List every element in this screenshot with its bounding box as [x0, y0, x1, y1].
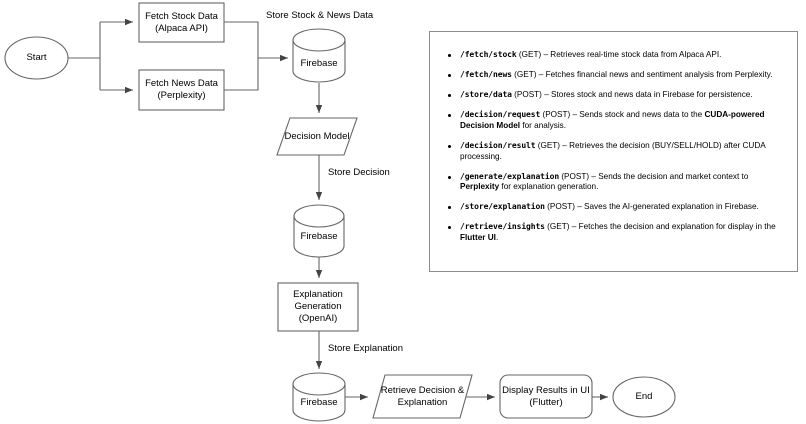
api-endpoint-separator: – [589, 171, 599, 181]
api-endpoint-item: /store/data (POST) – Stores stock and ne… [448, 90, 783, 101]
node-firebase-3 [292, 372, 346, 422]
api-endpoint-path: /retrieve/insights [460, 222, 545, 232]
api-endpoint-method: (GET) [511, 70, 537, 80]
node-end [612, 376, 676, 418]
api-endpoint-item: /fetch/news (GET) – Fetches financial ne… [448, 70, 783, 81]
api-endpoint-desc: Retrieves real-time stock data from Alpa… [550, 50, 722, 59]
api-endpoint-item: /decision/request (POST) – Sends stock a… [448, 110, 783, 131]
node-display-results [499, 374, 593, 419]
api-endpoint-desc: for analysis. [520, 120, 567, 130]
edge-label-store-decision: Store Decision [328, 167, 390, 178]
api-endpoint-path: /fetch/stock [460, 50, 517, 59]
node-firebase-2 [293, 204, 345, 258]
api-endpoint-desc: Retrieves the decision (BUY/SELL/HOLD) a… [460, 140, 766, 161]
api-endpoint-item: /store/explanation (POST) – Saves the AI… [448, 202, 783, 213]
node-fetch-news [138, 69, 225, 111]
api-endpoint-desc: Saves the AI-generated explanation in Fi… [584, 202, 759, 212]
api-endpoint-item: /generate/explanation (POST) – Sends the… [448, 171, 783, 193]
api-endpoint-desc-emphasis: Flutter UI [460, 233, 496, 243]
api-endpoint-path: /store/explanation [460, 202, 545, 212]
api-endpoint-item: /decision/result (GET) – Retrieves the d… [448, 140, 783, 162]
api-endpoint-separator: – [541, 90, 552, 100]
api-endpoint-path: /generate/explanation [460, 171, 560, 181]
api-endpoint-method: (POST) [559, 171, 590, 181]
api-endpoint-desc: . [495, 233, 499, 243]
api-endpoint-separator: – [574, 202, 585, 212]
api-endpoint-desc: for explanation generation. [499, 182, 599, 192]
api-endpoint-separator: – [560, 140, 570, 150]
node-retrieve-decision [372, 374, 473, 419]
api-endpoint-method: (POST) [540, 110, 571, 120]
api-endpoint-path: /store/data [460, 90, 512, 100]
api-endpoint-desc-emphasis: CUDA-powered Decision Model [460, 110, 765, 130]
edge-fetch-stock-merge [224, 21, 259, 58]
node-explanation-generation [277, 282, 359, 332]
api-endpoint-path: /decision/result [460, 140, 536, 150]
node-decision-model [276, 117, 358, 156]
edge-label-store-stock-news: Store Stock & News Data [266, 10, 374, 21]
edge-label-store-explanation: Store Explanation [328, 343, 403, 354]
api-endpoint-desc: Stores stock and news data in Firebase f… [551, 90, 753, 100]
api-endpoint-method: (POST) [544, 202, 575, 212]
node-start [4, 36, 69, 80]
edge-fetch-news-merge [224, 58, 259, 91]
node-fetch-stock [138, 2, 225, 43]
api-endpoint-separator: – [569, 222, 579, 232]
api-endpoint-list: /fetch/stock (GET) – Retrieves real-time… [430, 32, 797, 244]
api-endpoint-item: /fetch/stock (GET) – Retrieves real-time… [448, 50, 783, 61]
api-endpoint-desc: Fetches the decision and explanation for… [578, 222, 776, 232]
api-endpoint-method: (GET) [516, 50, 542, 59]
api-endpoint-desc: Sends the decision and market context to [598, 171, 749, 181]
api-endpoint-desc-emphasis: Perplexity [460, 182, 500, 192]
api-endpoint-desc: Fetches financial news and sentiment ana… [545, 70, 773, 80]
api-endpoint-separator: – [541, 50, 551, 59]
api-endpoint-item: /retrieve/insights (GET) – Fetches the d… [448, 222, 783, 243]
api-endpoint-method: (GET) [544, 222, 570, 232]
api-endpoint-method: (GET) [535, 140, 561, 150]
api-endpoint-separator: – [536, 70, 546, 80]
api-endpoint-path: /fetch/news [460, 70, 512, 80]
api-endpoint-desc: Sends stock and news data to the [579, 110, 705, 120]
api-endpoint-method: (POST) [511, 90, 542, 100]
api-endpoint-path: /decision/request [460, 110, 541, 120]
api-endpoint-separator: – [570, 110, 580, 120]
node-firebase-1 [292, 28, 346, 83]
api-endpoint-panel: /fetch/stock (GET) – Retrieves real-time… [429, 31, 798, 272]
